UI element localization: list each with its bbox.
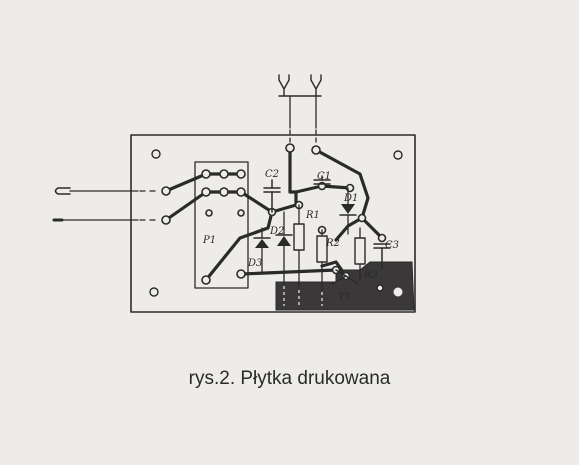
label-d1: D1 — [343, 193, 358, 204]
label-r3: R3 — [363, 270, 378, 281]
trace-c1-d1 — [320, 184, 352, 190]
label-c3: C3 — [385, 240, 399, 251]
pad-antenna-left — [285, 143, 295, 153]
pad-p1-4 — [201, 187, 211, 197]
pad-r3 — [357, 213, 367, 223]
pad-antenna-right — [311, 145, 321, 155]
antenna-symbol-right — [310, 74, 322, 97]
transistor-t1 — [331, 269, 359, 285]
capacitor-c2 — [263, 179, 281, 213]
mounting-hole-tl — [151, 149, 161, 159]
pad-c3 — [377, 233, 387, 243]
figure-caption: rys.2. Płytka drukowana — [188, 368, 391, 389]
mounting-hole-br — [393, 287, 403, 297]
pad-p1-1 — [201, 169, 211, 179]
antenna-symbol-left — [278, 74, 290, 97]
trace-r2-t1 — [320, 260, 348, 278]
trace-antenna-right — [314, 148, 370, 242]
p1-body — [194, 161, 249, 289]
pad-p1-7 — [205, 209, 213, 217]
label-t1: T1 — [338, 292, 351, 303]
trace-p1-wiper — [204, 210, 274, 282]
pad-p1-2 — [219, 169, 229, 179]
mounting-hole-tr — [393, 150, 403, 160]
pad-p1-3 — [236, 169, 246, 179]
resistor-r3 — [354, 237, 366, 265]
trace-d3-t1 — [240, 268, 338, 276]
pad-gnd — [376, 284, 384, 292]
label-d3: D3 — [247, 258, 262, 269]
capacitor-c1 — [313, 175, 331, 185]
capacitor-c3 — [373, 243, 391, 269]
pad-p1-6 — [236, 187, 246, 197]
pad-p1-9 — [201, 275, 211, 285]
trace-input-bottom — [164, 190, 208, 222]
pad-p1-10 — [236, 269, 246, 279]
input-plug-symbol — [54, 187, 71, 195]
label-c1: C1 — [317, 171, 331, 182]
board-outline — [130, 134, 416, 313]
pad-p1-8 — [237, 209, 245, 217]
diode-d1 — [339, 187, 357, 235]
diode-d3 — [253, 227, 271, 273]
pad-p1-5 — [219, 187, 229, 197]
label-r1: R1 — [305, 210, 320, 221]
resistor-r1 — [293, 223, 305, 251]
trace-antenna-left — [288, 146, 324, 194]
pad-input-bottom — [161, 215, 171, 225]
ground-plane — [275, 261, 415, 311]
mounting-hole-bl — [149, 287, 159, 297]
trace-input-top — [164, 172, 208, 193]
label-p1: P1 — [202, 235, 216, 246]
diode-d2 — [275, 211, 293, 285]
label-c2: C2 — [265, 169, 279, 180]
pad-input-top — [161, 186, 171, 196]
label-r2: R2 — [325, 238, 340, 249]
trace-d1-r3 — [360, 216, 384, 240]
trace-p1-to-c2 — [239, 190, 298, 214]
label-d2: D2 — [269, 226, 284, 237]
